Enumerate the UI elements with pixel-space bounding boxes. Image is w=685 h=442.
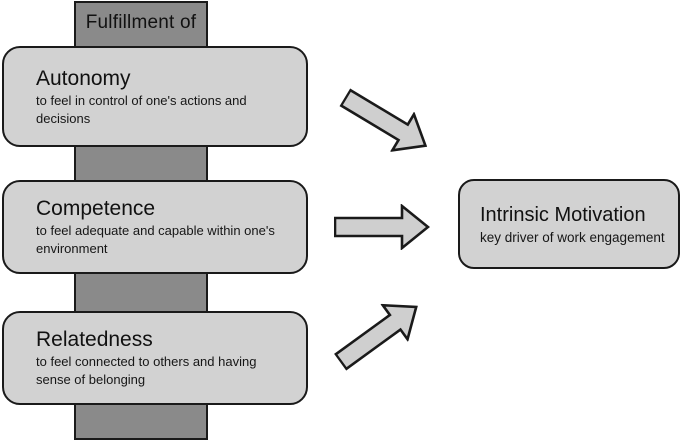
arrow-autonomy-to-motivation-icon [339,88,428,152]
arrow-competence-to-motivation-icon [334,204,430,250]
need-box-relatedness: Relatedness to feel connected to others … [2,311,308,405]
need-box-competence: Competence to feel adequate and capable … [2,180,308,274]
need-description-relatedness: to feel connected to others and having s… [36,354,257,387]
fulfillment-bar-label: Fulfillment of [85,12,197,33]
need-title-relatedness: Relatedness [36,328,153,351]
need-description-competence: to feel adequate and capable within one'… [36,223,275,256]
arrow-relatedness-to-motivation-icon [333,303,418,371]
need-title-autonomy: Autonomy [36,66,131,90]
need-title-competence: Competence [36,197,156,220]
need-box-autonomy: Autonomy to feel in control of one's act… [2,46,308,147]
outcome-box-intrinsic-motivation: Intrinsic Motivation key driver of work … [458,179,680,269]
need-description-autonomy: to feel in control of one's actions and … [36,92,247,126]
outcome-title: Intrinsic Motivation [480,203,646,226]
outcome-description: key driver of work engagement [480,229,665,245]
